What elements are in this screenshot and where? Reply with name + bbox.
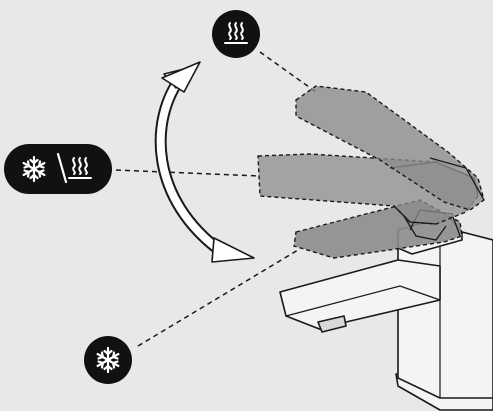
mixed-badge <box>4 144 112 194</box>
hot-badge <box>212 10 260 58</box>
leader-line-mixed <box>115 169 261 177</box>
cold-badge <box>84 336 132 384</box>
faucet-aerator <box>317 315 347 333</box>
leader-lines <box>115 51 317 347</box>
leader-line-cold <box>137 249 299 347</box>
double-headed-curved-arrow <box>154 61 255 263</box>
lever-position-hot <box>295 85 485 211</box>
leader-line-hot <box>259 51 317 93</box>
faucet-spout <box>279 259 441 331</box>
slash-icon <box>56 152 68 184</box>
faucet-column <box>397 231 493 399</box>
